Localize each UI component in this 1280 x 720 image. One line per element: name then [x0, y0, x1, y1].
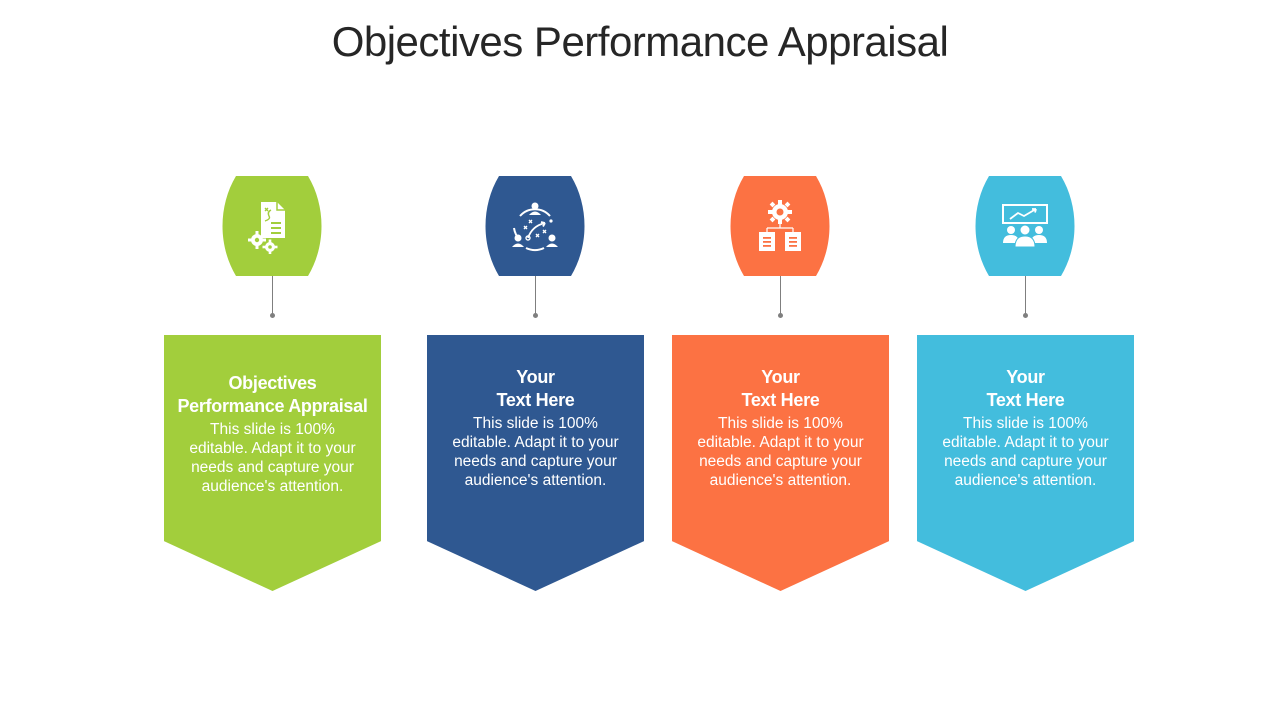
connector-dot-1 — [270, 313, 275, 318]
card-3: Your Text Here This slide is 100% editab… — [672, 335, 889, 591]
connector-line-2 — [535, 276, 536, 315]
card-3-body: This slide is 100% editable. Adapt it to… — [697, 415, 864, 489]
card-4-heading-line2: Text Here — [986, 390, 1065, 410]
icon-badge-3 — [730, 176, 830, 276]
connector-line-1 — [272, 276, 273, 315]
card-3-heading: Your Text Here — [676, 366, 885, 412]
connector-dot-2 — [533, 313, 538, 318]
connector-line-3 — [780, 276, 781, 315]
connector-dot-3 — [778, 313, 783, 318]
card-1-body: This slide is 100% editable. Adapt it to… — [189, 421, 356, 495]
card-1-heading-line1: Objectives — [228, 373, 317, 393]
team-strategy-icon — [512, 202, 558, 251]
gear-hierarchy-icon — [759, 200, 801, 251]
connector-line-4 — [1025, 276, 1026, 315]
card-1-heading-line2: Performance Appraisal — [177, 396, 368, 416]
document-gears-icon — [248, 202, 285, 254]
slide-title: Objectives Performance Appraisal — [331, 18, 949, 65]
card-2-heading: Your Text Here — [431, 366, 640, 412]
icon-badge-4 — [975, 176, 1075, 276]
card-2-body: This slide is 100% editable. Adapt it to… — [452, 415, 619, 489]
card-4-heading: Your Text Here — [921, 366, 1130, 412]
card-2: Your Text Here This slide is 100% editab… — [427, 335, 644, 591]
card-1-heading: Objectives Performance Appraisal — [168, 372, 377, 418]
card-3-heading-line2: Text Here — [741, 390, 820, 410]
card-2-heading-line2: Text Here — [496, 390, 575, 410]
connector-dot-4 — [1023, 313, 1028, 318]
card-2-heading-line1: Your — [516, 367, 555, 387]
card-4-body: This slide is 100% editable. Adapt it to… — [942, 415, 1109, 489]
team-growth-chart-icon — [1002, 204, 1048, 248]
icon-badge-2 — [485, 176, 585, 276]
card-4: Your Text Here This slide is 100% editab… — [917, 335, 1134, 591]
card-1: Objectives Performance Appraisal This sl… — [164, 335, 381, 591]
card-3-heading-line1: Your — [761, 367, 800, 387]
card-4-heading-line1: Your — [1006, 367, 1045, 387]
icon-badge-1 — [222, 176, 322, 276]
badge-shape — [485, 176, 585, 276]
